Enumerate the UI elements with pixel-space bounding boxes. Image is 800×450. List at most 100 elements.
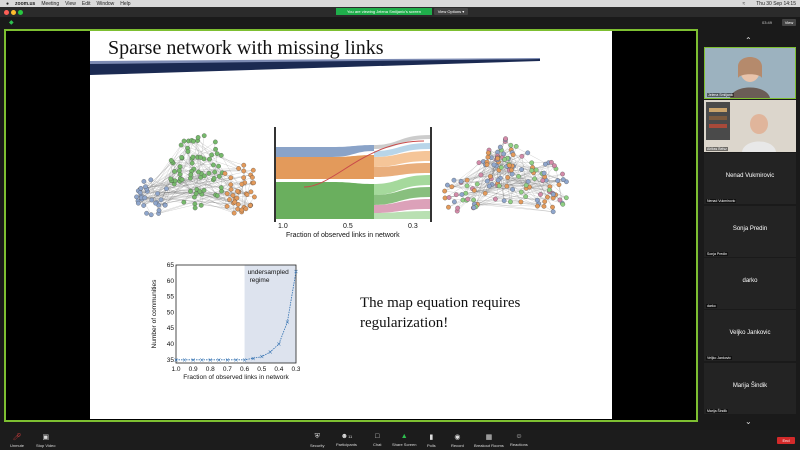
- data-point-marker: ×: [285, 319, 290, 326]
- record-button[interactable]: ◉ Record: [451, 433, 464, 448]
- undersampled-region: [244, 265, 296, 363]
- data-point-marker: ×: [199, 357, 204, 364]
- share-screen-label: Share Screen: [392, 442, 417, 447]
- participant-name-6: Veljko Jankovic: [706, 356, 732, 360]
- alluvial-diagram: [274, 127, 432, 222]
- y-tick-label: 65: [167, 262, 175, 269]
- screen-share-banner: You are viewing Jelena Smiljanic's scree…: [336, 8, 432, 15]
- data-point-marker: ×: [276, 341, 281, 348]
- reactions-button[interactable]: ☺Reactions: [510, 433, 528, 447]
- participant-name-7: Marija Šindik: [706, 409, 729, 413]
- plot-frame: [175, 264, 297, 364]
- apple-icon[interactable]: ●: [6, 0, 10, 7]
- data-point-marker: ×: [182, 357, 187, 364]
- breakout-rooms-icon: ▦: [485, 434, 493, 441]
- y-tick-label: 35: [167, 357, 175, 364]
- x-tick-label: 1.0: [171, 366, 180, 373]
- security-label: Security: [310, 443, 325, 448]
- alluvial-xlabel: Fraction of observed links in network: [286, 232, 400, 239]
- menu-app[interactable]: zoom.us: [15, 0, 36, 7]
- x-tick-label: 0.4: [274, 366, 283, 373]
- participant-name-2: Alrikss Belsz: [706, 147, 728, 151]
- security-button[interactable]: ⛨Security: [310, 433, 324, 448]
- y-tick-label: 45: [167, 325, 175, 332]
- data-point-marker: ×: [233, 357, 238, 364]
- participant-tile-7[interactable]: Marija Šindik Marija Šindik: [704, 363, 796, 414]
- participant-tile-2[interactable]: Alrikss Belsz: [704, 100, 796, 152]
- view-button[interactable]: View: [782, 19, 796, 26]
- polls-icon: ▮: [429, 434, 434, 441]
- data-point-marker: ×: [242, 357, 247, 364]
- data-point-marker: ×: [293, 268, 298, 275]
- data-point-marker: ×: [268, 349, 273, 356]
- polls-button[interactable]: ▮ Polls: [427, 433, 436, 448]
- x-tick-label: 0.9: [189, 366, 198, 373]
- wifi-icon[interactable]: ≈: [742, 0, 746, 7]
- gallery-up-chevron-icon[interactable]: ⌃: [745, 36, 752, 45]
- data-point-marker: ×: [225, 357, 230, 364]
- smiley-icon: ☺: [515, 433, 523, 440]
- participants-count: 11: [348, 434, 353, 439]
- participants-label: Participants: [336, 442, 357, 447]
- participant-tile-5[interactable]: darko darko: [704, 258, 796, 309]
- end-label: End: [782, 438, 790, 443]
- data-point-marker: ×: [216, 357, 221, 364]
- participant-tile-3[interactable]: Nenad Vukmirovic Nenad Vukmirovic: [704, 153, 796, 204]
- x-tick-label: 0.6: [240, 366, 249, 373]
- alluvial-tick-2: 0.5: [343, 223, 353, 230]
- participant-display-name-6: Veljko Jankovic: [729, 330, 771, 336]
- slide-body-line-2: regularization!: [360, 315, 449, 331]
- chat-button[interactable]: □Chat: [373, 433, 381, 447]
- unmute-button[interactable]: 🎤︎Unmute: [10, 433, 24, 448]
- close-window-icon[interactable]: [4, 10, 9, 15]
- participant-name-3: Nenad Vukmirovic: [706, 199, 737, 203]
- end-meeting-button[interactable]: End: [777, 437, 795, 444]
- breakout-rooms-button[interactable]: ▦ Breakout Rooms: [474, 433, 504, 448]
- stop-video-button[interactable]: ▣ Stop Video: [36, 433, 56, 448]
- menu-view[interactable]: View: [65, 0, 76, 7]
- x-tick-label: 0.5: [257, 366, 266, 373]
- presentation-slide: Sparse network with missing links 1.0 0.…: [90, 31, 612, 419]
- slide-title: Sparse network with missing links: [108, 37, 384, 59]
- record-label: Record: [451, 443, 464, 448]
- polls-label: Polls: [427, 443, 436, 448]
- participant-display-name-4: Sonja Predin: [732, 226, 768, 232]
- participant-display-name-3: Nenad Vukmirovic: [725, 173, 775, 179]
- alluvial-tick-3: 0.3: [408, 223, 418, 230]
- y-axis-label: Number of communities: [151, 279, 158, 348]
- maximize-window-icon[interactable]: [18, 10, 23, 15]
- data-point-marker: ×: [173, 357, 178, 364]
- video-camera-icon: ▣: [42, 434, 50, 441]
- y-tick-label: 50: [167, 309, 175, 316]
- clock-text[interactable]: Thu 30 Sep 14:15: [756, 0, 796, 7]
- network-nodes: [134, 133, 257, 218]
- participant-video-1: [705, 48, 795, 98]
- unmute-label: Unmute: [10, 443, 25, 448]
- gallery-down-chevron-icon[interactable]: ⌄: [745, 417, 752, 426]
- x-tick-label: 0.7: [223, 366, 232, 373]
- participant-video-2: [704, 100, 796, 152]
- annotation-line-2: regime: [250, 277, 270, 284]
- banner-text: You are viewing Jelena Smiljanic's scree…: [347, 9, 421, 14]
- data-point-marker: ×: [259, 354, 264, 361]
- participant-tile-6[interactable]: Veljko Jankovic Veljko Jankovic: [704, 310, 796, 361]
- data-point-marker: ×: [251, 355, 256, 362]
- menu-edit[interactable]: Edit: [81, 0, 91, 7]
- view-options-button[interactable]: View Options ▾: [434, 8, 468, 15]
- annotation-line-1: undersampled: [248, 269, 290, 276]
- meeting-timer: 03:49: [762, 20, 773, 25]
- shield-icon[interactable]: ◆: [9, 20, 14, 26]
- breakout-rooms-label: Breakout Rooms: [474, 443, 504, 448]
- menu-window[interactable]: Window: [96, 0, 115, 7]
- record-icon: ◉: [454, 434, 461, 441]
- share-screen-button[interactable]: ▲Share Screen: [392, 433, 416, 447]
- stop-video-label: Stop Video: [36, 443, 56, 448]
- participant-tile-1[interactable]: Jelena Smiljanic: [704, 47, 796, 99]
- participant-tile-4[interactable]: Sonja Predin Sonja Predin: [704, 206, 796, 257]
- data-point-marker: ×: [208, 357, 213, 364]
- minimize-window-icon[interactable]: [11, 10, 16, 15]
- menu-meeting[interactable]: Meeting: [41, 0, 60, 7]
- network-nodes: [442, 136, 569, 215]
- menu-help[interactable]: Help: [120, 0, 131, 7]
